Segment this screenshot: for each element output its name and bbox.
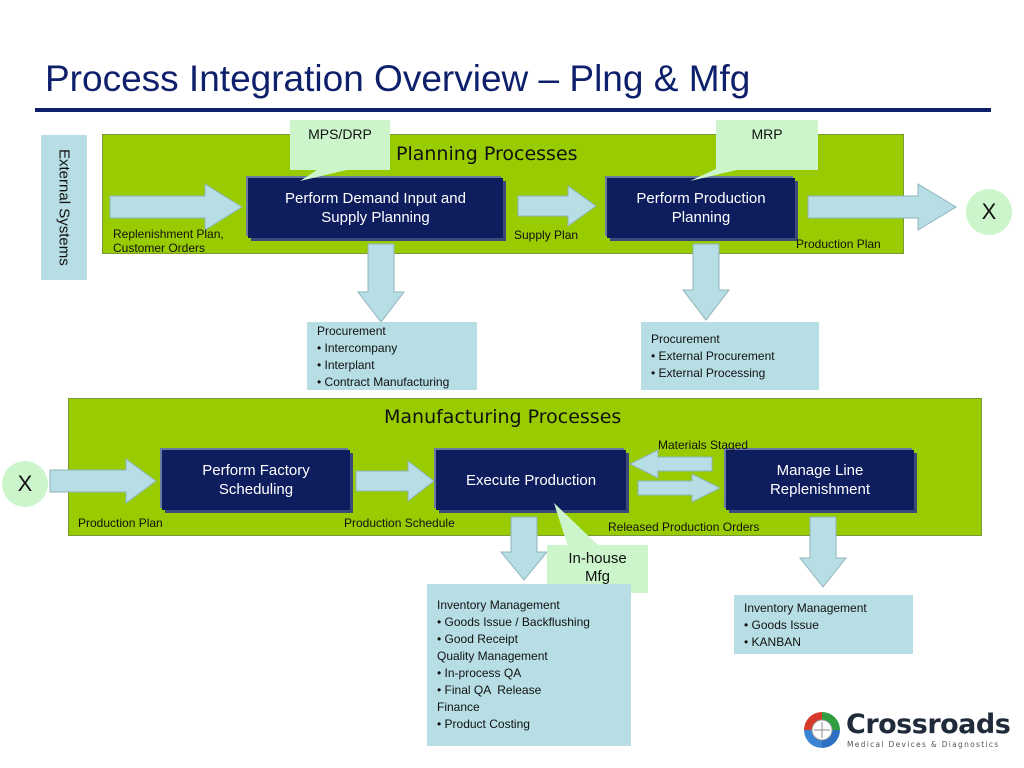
planning-panel-title: Planning Processes [396, 143, 578, 165]
info-line: • Goods Issue [744, 618, 819, 632]
external-systems-label: External Systems [55, 149, 73, 266]
logo-name: Crossroads [846, 709, 1011, 740]
callout-mps-pointer [300, 168, 355, 181]
procurement-heading: Procurement [317, 324, 386, 338]
production-schedule-arrow [355, 459, 435, 503]
info-line: • Product Costing [437, 717, 530, 731]
replenishment-info-box: Inventory Management • Goods Issue • KAN… [734, 595, 913, 654]
procurement-box-external: Procurement • External Procurement • Ext… [641, 322, 819, 390]
connector-x-out: X [966, 189, 1012, 235]
supply-plan-arrow [517, 185, 597, 227]
crossroads-logo: Crossroads Medical Devices & Diagnostics [802, 708, 1011, 754]
procurement-item: • Contract Manufacturing [317, 375, 450, 389]
info-line: • Final QA Release [437, 683, 542, 697]
info-line: Finance [437, 700, 480, 714]
label-production-plan-out: Production Plan [796, 237, 881, 251]
label-production-plan-in: Production Plan [78, 516, 163, 530]
released-orders-arrow [637, 473, 722, 503]
connector-x-in: X [2, 461, 48, 507]
callout-mrp: MRP [716, 120, 818, 170]
process-execute-production[interactable]: Execute Production [436, 450, 626, 510]
callout-in-house-mfg-text: In-house Mfg [568, 550, 627, 585]
process-production-planning[interactable]: Perform Production Planning [607, 178, 795, 238]
info-line: • Good Receipt [437, 632, 518, 646]
process-factory-scheduling[interactable]: Perform Factory Scheduling [162, 450, 350, 510]
info-line: Quality Management [437, 649, 548, 663]
down-arrow-procurement-1 [356, 243, 406, 323]
procurement-item: • Intercompany [317, 341, 398, 355]
info-line: Inventory Management [437, 598, 560, 612]
label-materials-staged: Materials Staged [658, 438, 749, 452]
down-arrow-procurement-2 [681, 243, 731, 321]
callout-mrp-text: MRP [751, 126, 783, 142]
down-arrow-execution [499, 516, 549, 581]
info-line: • Goods Issue / Backflushing [437, 615, 590, 629]
callout-mrp-pointer [690, 168, 745, 181]
external-systems-box: External Systems [41, 135, 87, 280]
slide-title: Process Integration Overview – Plng & Mf… [45, 58, 751, 99]
callout-inhouse-pointer [554, 503, 600, 547]
manufacturing-panel-title: Manufacturing Processes [384, 406, 622, 428]
production-plan-in-arrow [49, 458, 157, 504]
execution-info-box: Inventory Management • Goods Issue / Bac… [427, 584, 631, 746]
label-released-production-orders: Released Production Orders [608, 520, 760, 534]
materials-staged-arrow [628, 449, 713, 479]
input-arrow [109, 183, 243, 231]
label-replenishment-customer-orders: Replenishment Plan, Customer Orders [113, 227, 224, 255]
label-supply-plan: Supply Plan [514, 228, 579, 242]
callout-mps-drp-text: MPS/DRP [308, 126, 372, 142]
label-production-schedule: Production Schedule [344, 516, 455, 530]
info-line: • KANBAN [744, 635, 801, 649]
process-demand-supply-planning[interactable]: Perform Demand Input and Supply Planning [248, 178, 503, 238]
title-underline [35, 108, 991, 112]
down-arrow-replenishment [798, 516, 848, 588]
crossroads-globe-icon [804, 712, 840, 748]
procurement-item: • Interplant [317, 358, 375, 372]
procurement-heading: Procurement [651, 332, 720, 346]
procurement-item: • External Procurement [651, 349, 775, 363]
logo-tagline: Medical Devices & Diagnostics [847, 740, 1000, 749]
procurement-item: • External Processing [651, 366, 766, 380]
procurement-box-internal: Procurement • Intercompany • Interplant … [307, 322, 477, 390]
callout-mps-drp: MPS/DRP [290, 120, 390, 170]
info-line: • In-process QA [437, 666, 522, 680]
info-line: Inventory Management [744, 601, 867, 615]
production-plan-out-arrow [807, 183, 957, 231]
process-manage-line-replenishment[interactable]: Manage Line Replenishment [726, 450, 914, 510]
